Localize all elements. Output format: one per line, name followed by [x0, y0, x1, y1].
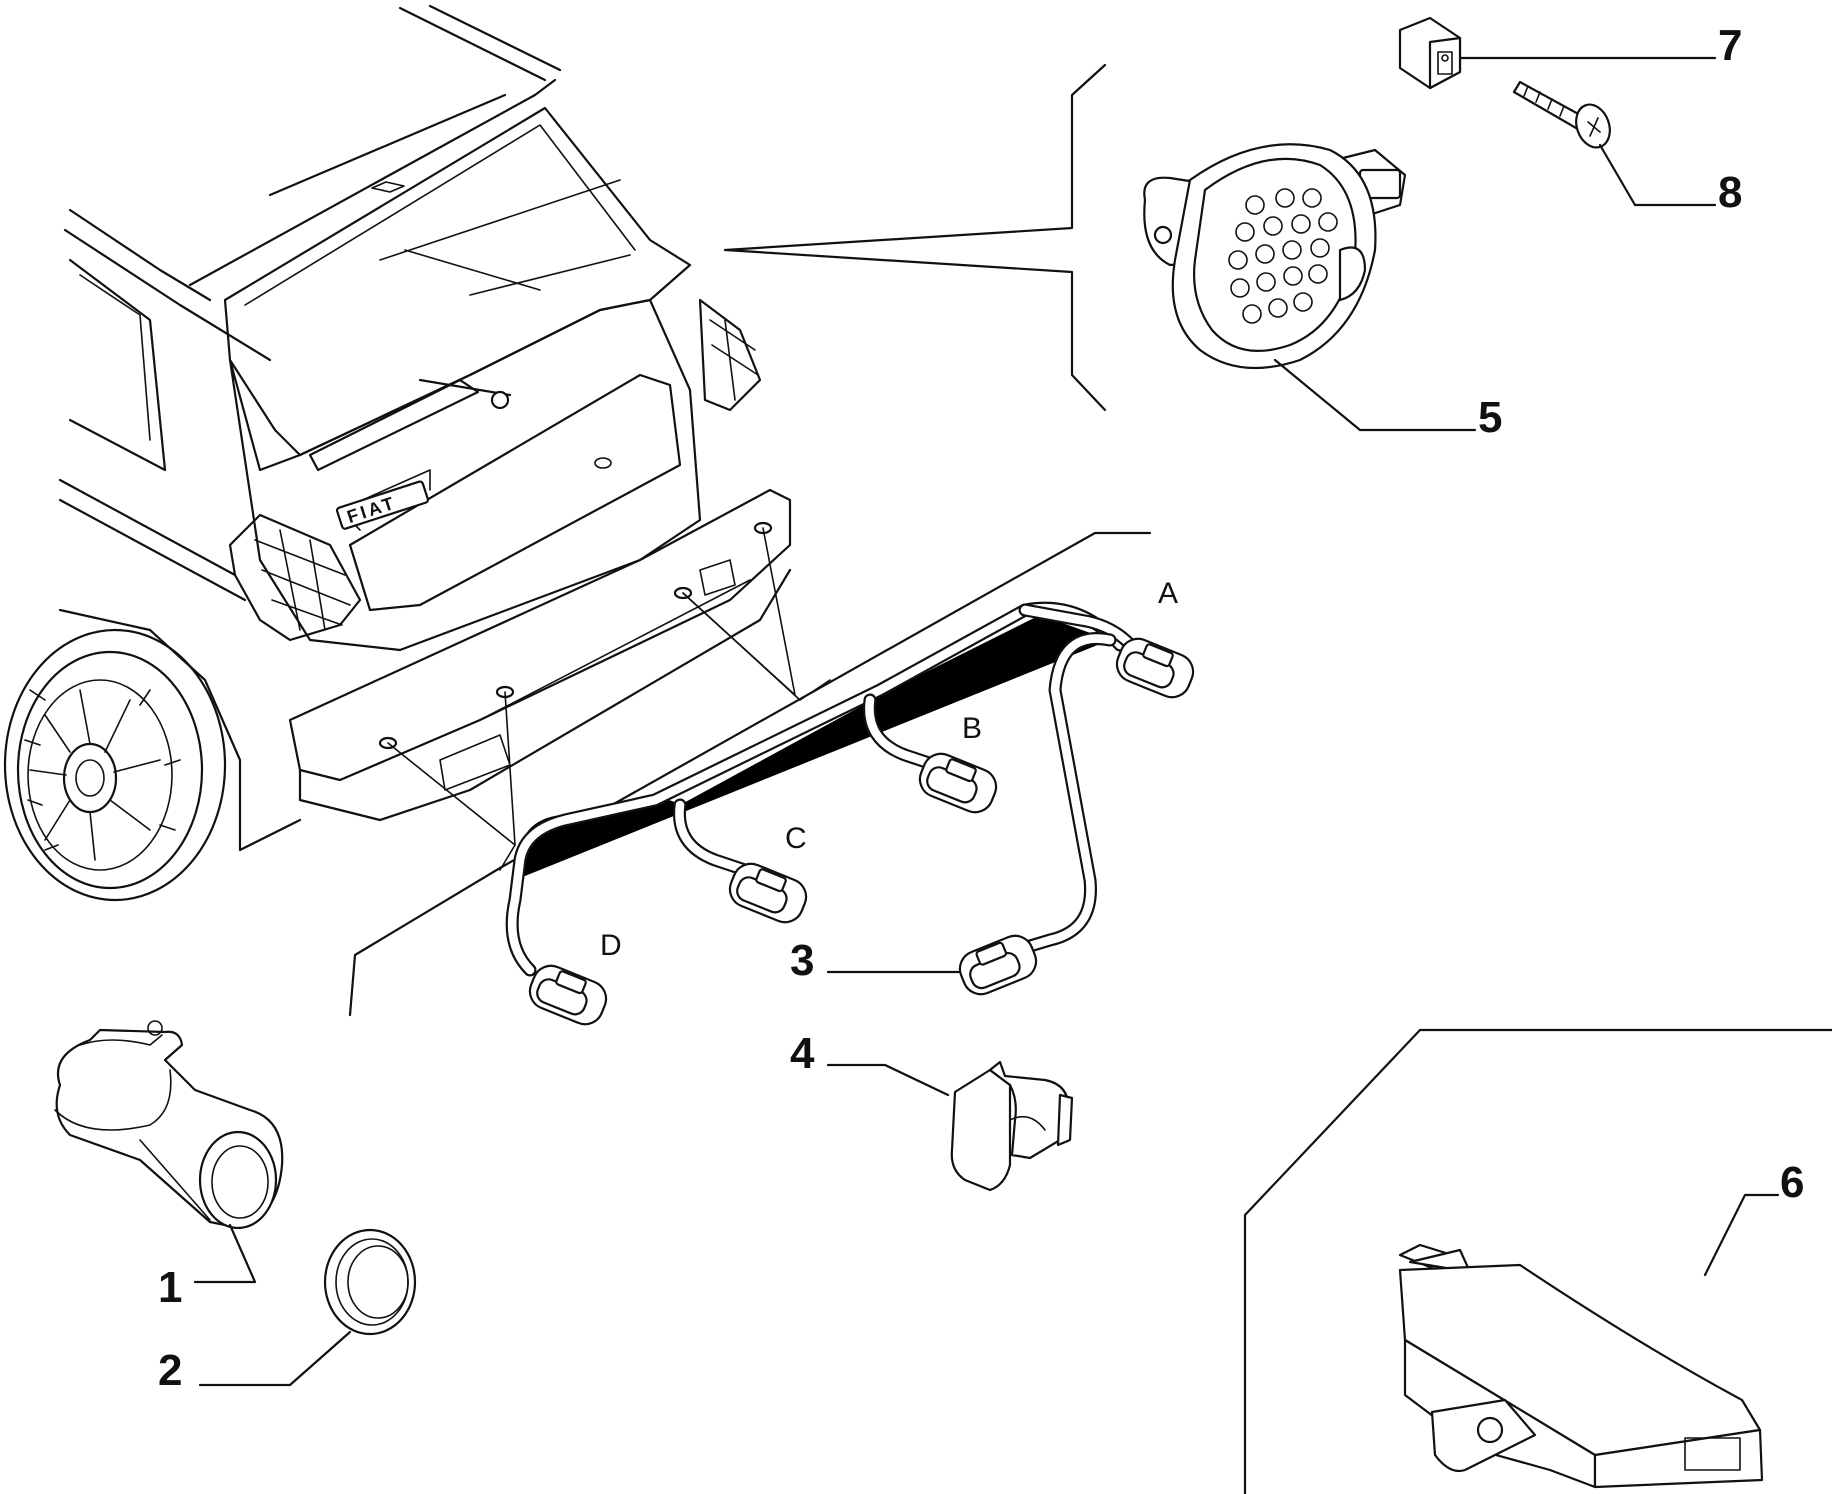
- harness-bracket-line: [348, 531, 1152, 1017]
- callout-7: 7: [1718, 21, 1742, 70]
- sensor-part-1: [54, 1020, 284, 1230]
- leader-4: [826, 1063, 950, 1097]
- leader-6: [1703, 1193, 1780, 1277]
- ring-part-2: [323, 1228, 417, 1336]
- callout-5: 5: [1478, 393, 1502, 442]
- fiat-badge: [335, 480, 430, 530]
- callout-6: 6: [1780, 1158, 1804, 1207]
- connector-c: [728, 862, 808, 924]
- callout-1: 1: [158, 1263, 182, 1312]
- connector-3: [958, 934, 1038, 996]
- control-unit-part-6: [1398, 1243, 1764, 1489]
- connector-a: [1115, 637, 1195, 699]
- callout-4: 4: [790, 1029, 815, 1078]
- bracket-part-4: [950, 1060, 1074, 1192]
- connector-b: [918, 752, 998, 814]
- callout-3: 3: [790, 936, 814, 985]
- connector-label-c: C: [785, 822, 807, 855]
- leader-8: [1598, 143, 1717, 207]
- screw-part-8: [1512, 80, 1611, 149]
- wiring-harness: [505, 601, 1195, 1026]
- callout-2: 2: [158, 1346, 182, 1395]
- clip-part-7: [1398, 16, 1462, 90]
- rear-wheel: [3, 628, 227, 902]
- license-plate-recess: [348, 373, 682, 612]
- connector-d: [528, 964, 608, 1026]
- left-tail-light: [228, 513, 362, 642]
- buzzer-grille: [1228, 188, 1338, 324]
- leader-1: [193, 1223, 257, 1284]
- buzzer-part-5: [723, 63, 1407, 412]
- leader-2: [198, 1330, 352, 1387]
- connector-label-d: D: [600, 929, 622, 962]
- callout-8: 8: [1718, 168, 1742, 217]
- tailgate-lock-icon: [594, 457, 612, 469]
- rear-wiper: [308, 378, 480, 472]
- connector-label-a: A: [1158, 577, 1178, 610]
- rear-bumper: [288, 488, 792, 782]
- car-rear-view: FIAT: [3, 4, 831, 902]
- right-tail-light: [698, 298, 762, 412]
- buzzer-zoom-bracket: [723, 63, 1107, 412]
- control-unit-corner-bracket: [1243, 1028, 1832, 1494]
- roof-antenna-base: [371, 181, 405, 193]
- leader-5: [1273, 358, 1477, 432]
- connector-label-b: B: [962, 712, 982, 745]
